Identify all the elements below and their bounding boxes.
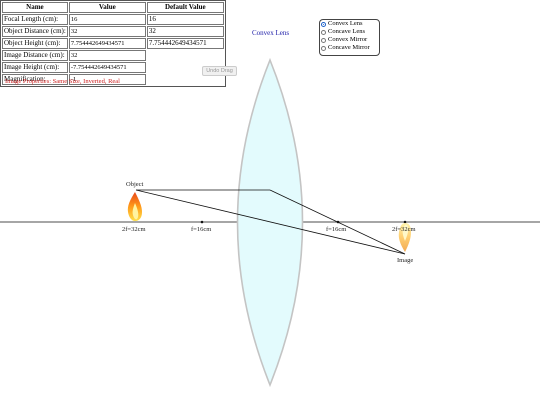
default-value: 7.754442649434571 — [146, 38, 224, 49]
table-row: Image Distance (cm): — [2, 50, 224, 61]
row-label: Image Height (cm): — [2, 62, 68, 73]
image-height-input[interactable] — [70, 63, 143, 72]
table-row: Object Height (cm): 7.754442649434571 — [2, 38, 224, 49]
image-label: Image — [397, 257, 414, 264]
convex-lens[interactable] — [236, 57, 304, 388]
row-label: Focal Length (cm): — [2, 14, 68, 25]
lens-title: Convex Lens — [252, 29, 290, 37]
left-2f-label: 2f=32cm — [122, 226, 146, 233]
table-header-row: Name Value Default Value — [2, 2, 224, 13]
header-name: Name — [2, 2, 68, 13]
radio-concave-lens[interactable]: Concave Lens — [320, 28, 379, 36]
image-flame-icon — [398, 223, 411, 252]
undo-drag-button[interactable]: Undo Drag — [202, 66, 237, 76]
focal-point-left — [200, 220, 204, 224]
radio-convex-mirror[interactable]: Convex Mirror — [320, 36, 379, 44]
radio-concave-mirror[interactable]: Concave Mirror — [320, 44, 379, 52]
properties-table: Name Value Default Value Focal Length (c… — [0, 0, 226, 87]
object-distance-input[interactable] — [70, 27, 143, 36]
object-label: Object — [126, 181, 144, 188]
twice-focal-point-right — [403, 220, 407, 224]
default-value: 16 — [146, 14, 224, 25]
magnification-input[interactable] — [70, 75, 143, 84]
table-row: Object Distance (cm): 32 — [2, 26, 224, 37]
left-f-label: f=16cm — [191, 226, 212, 233]
row-label: Object Distance (cm): — [2, 26, 68, 37]
radio-convex-lens[interactable]: Convex Lens — [320, 20, 379, 28]
radio-empty-icon[interactable] — [321, 45, 326, 51]
object-height-input[interactable] — [70, 39, 143, 48]
row-label: Image Distance (cm): — [2, 50, 68, 61]
center-ray — [135, 189, 406, 255]
header-value: Value — [68, 2, 146, 13]
table-row: Focal Length (cm): 16 — [2, 14, 224, 25]
image-properties-text: Image Properties: Same Size, Inverted, R… — [5, 78, 120, 85]
header-default: Default Value — [146, 2, 224, 13]
focal-point-right — [336, 220, 340, 224]
default-value: 32 — [146, 26, 224, 37]
row-label: Object Height (cm): — [2, 38, 68, 49]
radio-empty-icon[interactable] — [321, 37, 326, 43]
optic-type-selector: Convex Lens Concave Lens Convex Mirror C… — [319, 19, 380, 56]
object-flame-icon[interactable] — [127, 192, 142, 221]
right-f-label: f=16cm — [326, 226, 347, 233]
right-2f-label: 2f=32cm — [392, 226, 416, 233]
image-distance-input[interactable] — [70, 51, 143, 60]
table-row: Image Height (cm): — [2, 62, 224, 73]
focal-length-input[interactable] — [70, 15, 143, 24]
radio-empty-icon[interactable] — [321, 29, 326, 35]
row-label: Magnification: — [2, 74, 68, 85]
table-row: Magnification: — [2, 74, 224, 85]
radio-selected-icon[interactable] — [321, 21, 326, 27]
